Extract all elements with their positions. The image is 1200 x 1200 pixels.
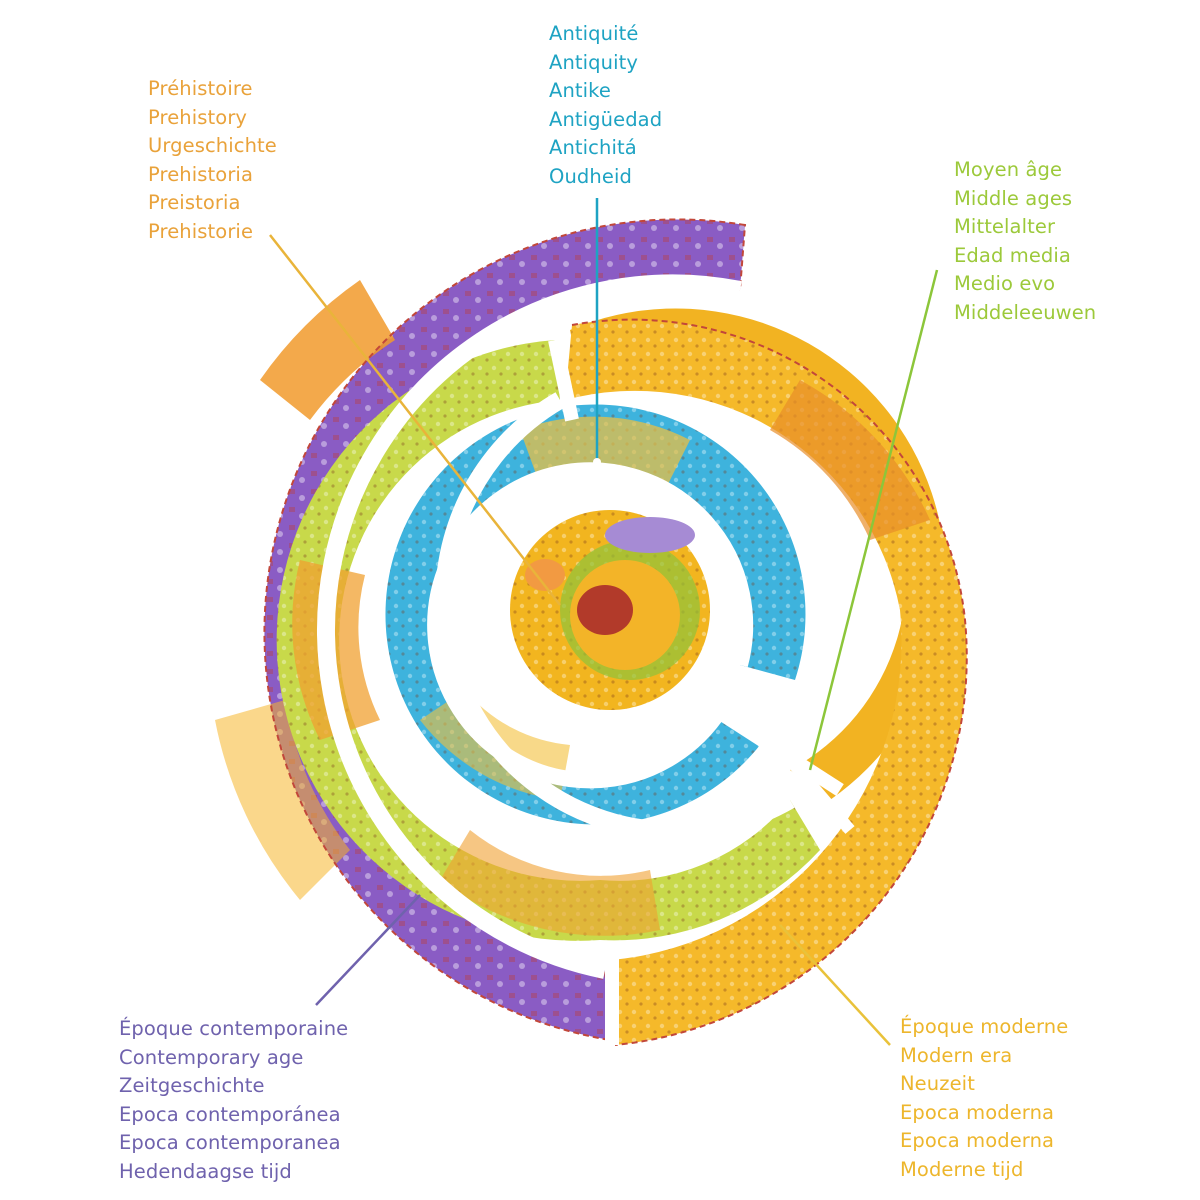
era-label-prehistory: Préhistoire Prehistory Urgeschichte Preh… [148, 75, 277, 247]
label-nl: Oudheid [549, 164, 632, 188]
label-it: Medio evo [954, 272, 1056, 296]
label-en: Contemporary age [119, 1045, 304, 1069]
label-nl: Hedendaagse tijd [119, 1159, 292, 1183]
label-fr: Époque moderne [900, 1015, 1069, 1038]
era-label-modern: Époque moderne Modern era Neuzeit Epoca … [900, 1013, 1068, 1185]
label-fr: Antiquité [549, 22, 639, 45]
label-en: Modern era [900, 1043, 1013, 1067]
label-nl: Middeleeuwen [954, 300, 1097, 324]
label-en: Antiquity [549, 50, 639, 74]
pointer-line-modern [779, 924, 891, 1046]
label-de: Mittelalter [954, 215, 1056, 239]
era-label-antiquity: Antiquité Antiquity Antike Antigüedad An… [549, 20, 662, 192]
label-de: Neuzeit [900, 1072, 975, 1096]
label-es: Antigüedad [549, 107, 663, 131]
label-it: Epoca moderna [900, 1129, 1055, 1153]
spiral-segment-second-ring [276, 340, 821, 941]
spiral-segment-outer-right [565, 318, 968, 1046]
era-label-contemporary: Époque contemporaine Contemporary age Ze… [119, 1015, 348, 1187]
label-fr: Moyen âge [954, 158, 1063, 181]
era-label-middle-ages: Moyen âge Middle ages Mittelalter Edad m… [954, 156, 1096, 328]
pointer-dot-antiquity [593, 458, 601, 466]
label-es: Edad media [954, 243, 1071, 267]
label-en: Prehistory [148, 105, 248, 129]
label-fr: Préhistoire [148, 77, 253, 100]
label-nl: Moderne tijd [900, 1157, 1024, 1181]
pointer-line-contemporary [315, 894, 421, 1006]
spiral-gaps [316, 274, 855, 1045]
spiral-segment-prehistory-center [510, 510, 710, 710]
label-de: Urgeschichte [148, 134, 277, 158]
pointer-line-middle-ages [808, 269, 939, 771]
label-it: Epoca contemporanea [119, 1131, 341, 1155]
label-en: Middle ages [954, 186, 1073, 210]
label-it: Preistoria [148, 191, 241, 215]
label-fr: Époque contemporaine [119, 1017, 349, 1040]
label-de: Antike [549, 79, 611, 103]
label-de: Zeitgeschichte [119, 1074, 265, 1098]
pointer-line-prehistory [269, 234, 561, 606]
label-nl: Prehistorie [148, 219, 254, 243]
label-it: Antichitá [549, 136, 637, 160]
label-es: Epoca moderna [900, 1100, 1055, 1124]
label-es: Prehistoria [148, 162, 253, 186]
label-es: Epoca contemporánea [119, 1102, 341, 1126]
